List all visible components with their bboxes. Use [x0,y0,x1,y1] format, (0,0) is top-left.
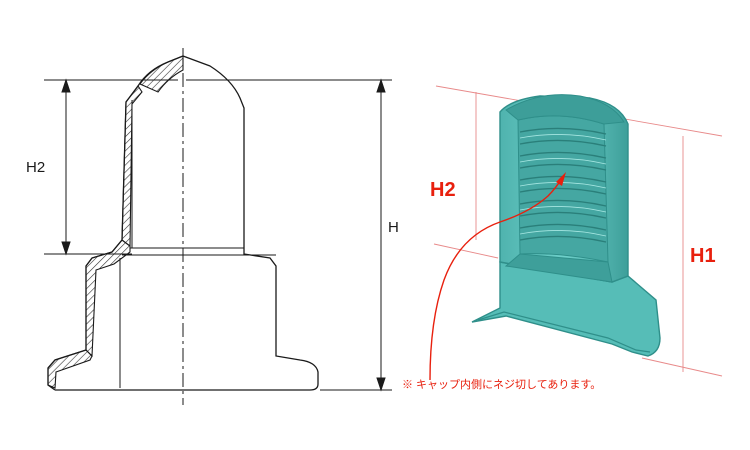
thread-lines [519,127,607,243]
guide-arrowhead [556,172,566,186]
cap-outline-left [47,55,184,391]
thread-note: ※ キャップ内側にネジ切してあります。 [402,377,601,391]
dimension-h [186,78,392,392]
dimension-h2 [44,78,178,256]
section-hatch [47,55,184,389]
dimension-h-label: H [388,219,399,236]
threaded-cap-model [471,94,661,357]
dimension-h2-label: H2 [26,159,45,176]
cap-outline-right [55,55,319,391]
model-h2-label: H2 [430,179,456,201]
guide-arrow [429,177,563,381]
model-h1-label: H1 [690,245,716,267]
